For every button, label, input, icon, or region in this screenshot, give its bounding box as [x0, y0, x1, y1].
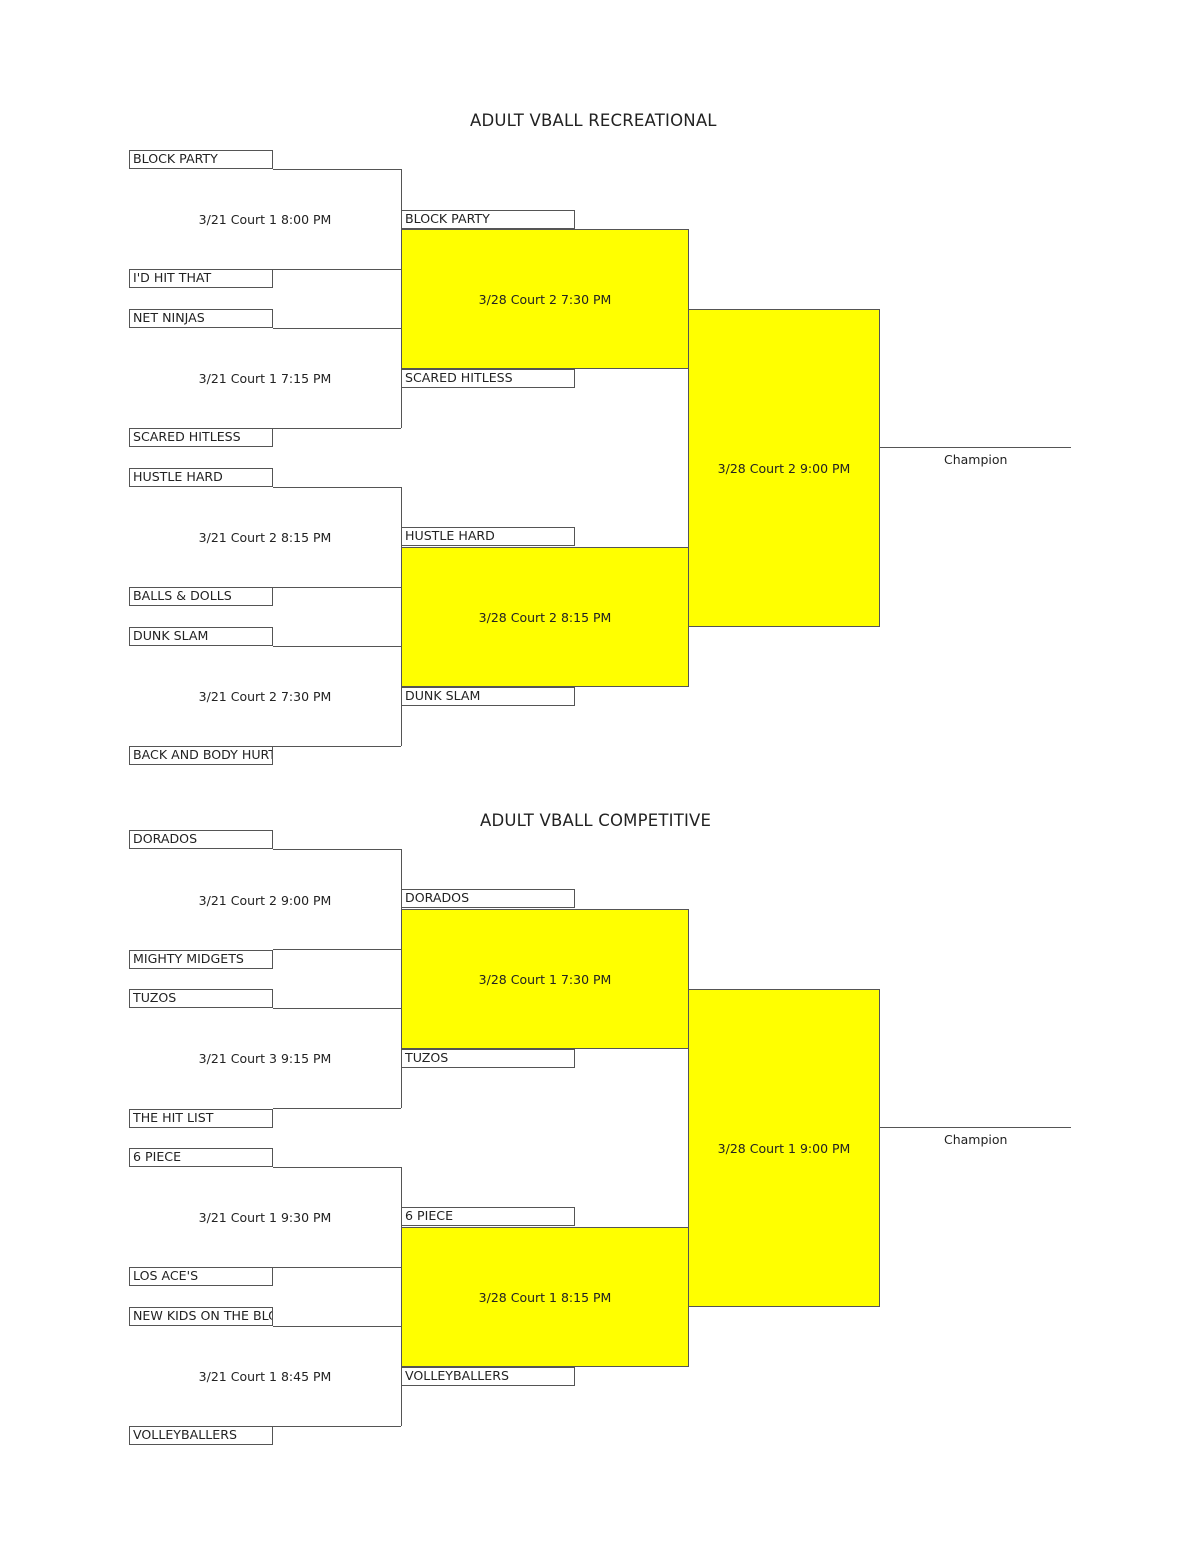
- game-info: 3/21 Court 2 8:15 PM: [198, 530, 332, 545]
- connector-line: [273, 1326, 401, 1327]
- team-slot: HUSTLE HARD: [401, 527, 575, 546]
- champion-label: Champion: [944, 1132, 1008, 1147]
- connector-line: [273, 487, 401, 488]
- bracket-title: ADULT VBALL RECREATIONAL: [470, 111, 717, 130]
- team-slot: BALLS & DOLLS: [129, 587, 273, 606]
- game-info: 3/21 Court 1 7:15 PM: [198, 371, 332, 386]
- connector-line: [273, 1426, 401, 1427]
- game-info: 3/21 Court 3 9:15 PM: [198, 1051, 332, 1066]
- connector-line: [273, 646, 401, 647]
- game-box: 3/28 Court 2 8:15 PM: [401, 547, 689, 687]
- connector-line: [273, 746, 401, 747]
- bracket-recreational: ADULT VBALL RECREATIONAL BLOCK PARTY 3/2…: [0, 0, 1200, 765]
- connector-line: [273, 587, 401, 588]
- game-info: 3/21 Court 1 8:45 PM: [198, 1369, 332, 1384]
- final-game-box: 3/28 Court 1 9:00 PM: [688, 989, 880, 1307]
- team-slot: BLOCK PARTY: [129, 150, 273, 169]
- connector-line: [273, 1267, 401, 1268]
- connector-line: [273, 428, 401, 429]
- team-slot: I'D HIT THAT: [129, 269, 273, 288]
- connector-line: [273, 328, 401, 329]
- team-slot: MIGHTY MIDGETS: [129, 950, 273, 969]
- final-game-box: 3/28 Court 2 9:00 PM: [688, 309, 880, 627]
- game-box: 3/28 Court 1 7:30 PM: [401, 909, 689, 1049]
- team-slot: DUNK SLAM: [401, 687, 575, 706]
- connector-line: [273, 269, 401, 270]
- team-slot: BLOCK PARTY: [401, 210, 575, 229]
- team-slot: DORADOS: [401, 889, 575, 908]
- team-slot: TUZOS: [129, 989, 273, 1008]
- connector-line: [273, 849, 401, 850]
- team-slot: NEW KIDS ON THE BLOCK: [129, 1307, 273, 1326]
- team-slot: LOS ACE'S: [129, 1267, 273, 1286]
- bracket-competitive: ADULT VBALL COMPETITIVE DORADOS 3/21 Cou…: [0, 680, 1200, 1445]
- team-slot: VOLLEYBALLERS: [401, 1367, 575, 1386]
- team-slot: DORADOS: [129, 830, 273, 849]
- team-slot: 6 PIECE: [129, 1148, 273, 1167]
- team-slot: BACK AND BODY HURTS: [129, 746, 273, 765]
- game-box: 3/28 Court 1 8:15 PM: [401, 1227, 689, 1367]
- team-slot: TUZOS: [401, 1049, 575, 1068]
- team-slot: 6 PIECE: [401, 1207, 575, 1226]
- connector-line: [273, 1167, 401, 1168]
- connector-line: [273, 169, 401, 170]
- champion-line: [879, 447, 1071, 448]
- game-info: 3/21 Court 2 9:00 PM: [198, 893, 332, 908]
- team-slot: THE HIT LIST: [129, 1109, 273, 1128]
- team-slot: SCARED HITLESS: [401, 369, 575, 388]
- team-slot: HUSTLE HARD: [129, 468, 273, 487]
- champion-line: [879, 1127, 1071, 1128]
- team-slot: NET NINJAS: [129, 309, 273, 328]
- connector-line: [273, 1108, 401, 1109]
- connector-line: [273, 1008, 401, 1009]
- game-info: 3/21 Court 2 7:30 PM: [198, 689, 332, 704]
- connector-line: [273, 949, 401, 950]
- game-info: 3/21 Court 1 9:30 PM: [198, 1210, 332, 1225]
- bracket-title: ADULT VBALL COMPETITIVE: [480, 811, 712, 830]
- champion-label: Champion: [944, 452, 1008, 467]
- team-slot: SCARED HITLESS: [129, 428, 273, 447]
- team-slot: VOLLEYBALLERS: [129, 1426, 273, 1445]
- game-box: 3/28 Court 2 7:30 PM: [401, 229, 689, 369]
- team-slot: DUNK SLAM: [129, 627, 273, 646]
- game-info: 3/21 Court 1 8:00 PM: [198, 212, 332, 227]
